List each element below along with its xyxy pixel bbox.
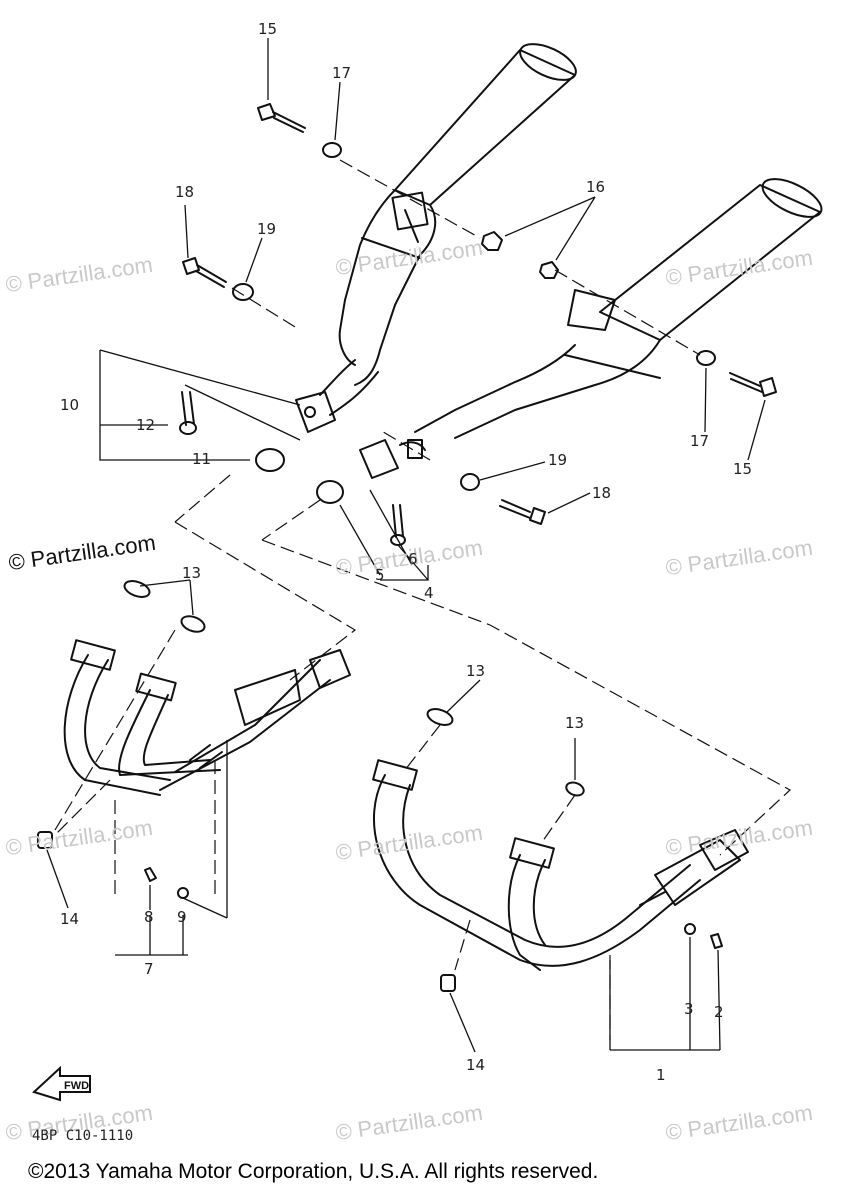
callout-1: 1 [656, 1066, 666, 1084]
callout-18: 18 [175, 183, 195, 201]
callout-7: 7 [144, 960, 154, 978]
callout-14: 14 [60, 910, 80, 928]
callout-8: 8 [144, 908, 154, 926]
callout-16: 16 [586, 178, 606, 196]
callout-2: 2 [714, 1003, 724, 1021]
fwd-label: FWD [64, 1080, 89, 1092]
callout-19: 19 [257, 220, 277, 238]
diagram-code: 4BP C10-1110 [32, 1128, 134, 1144]
bolt-15-left [257, 103, 306, 133]
callout-3: 3 [684, 1000, 694, 1018]
callout-13: 13 [466, 662, 486, 680]
callout-15: 15 [733, 460, 753, 478]
callout-19: 19 [548, 451, 568, 469]
callout-17: 17 [332, 64, 352, 82]
callout-4: 4 [424, 584, 434, 602]
callout-13: 13 [565, 714, 585, 732]
bolt-15-right [729, 372, 777, 397]
exhaust-pipe-right [372, 759, 749, 971]
callout-5: 5 [375, 566, 385, 584]
callout-11: 11 [192, 450, 212, 468]
copyright-notice: ©2013 Yamaha Motor Corporation, U.S.A. A… [28, 1160, 599, 1183]
callout-10: 10 [60, 396, 80, 414]
callout-15: 15 [258, 20, 278, 38]
callout-12: 12 [136, 416, 156, 434]
callout-17: 17 [690, 432, 710, 450]
forward-arrow-icon: FWD [32, 1065, 91, 1102]
callout-9: 9 [177, 908, 187, 926]
callout-6: 6 [408, 550, 418, 568]
exhaust-pipe-left [63, 639, 351, 796]
callout-18: 18 [592, 484, 612, 502]
muffler-right [359, 178, 823, 479]
callout-13: 13 [182, 564, 202, 582]
callout-14: 14 [466, 1056, 486, 1074]
muffler-left [295, 43, 577, 433]
